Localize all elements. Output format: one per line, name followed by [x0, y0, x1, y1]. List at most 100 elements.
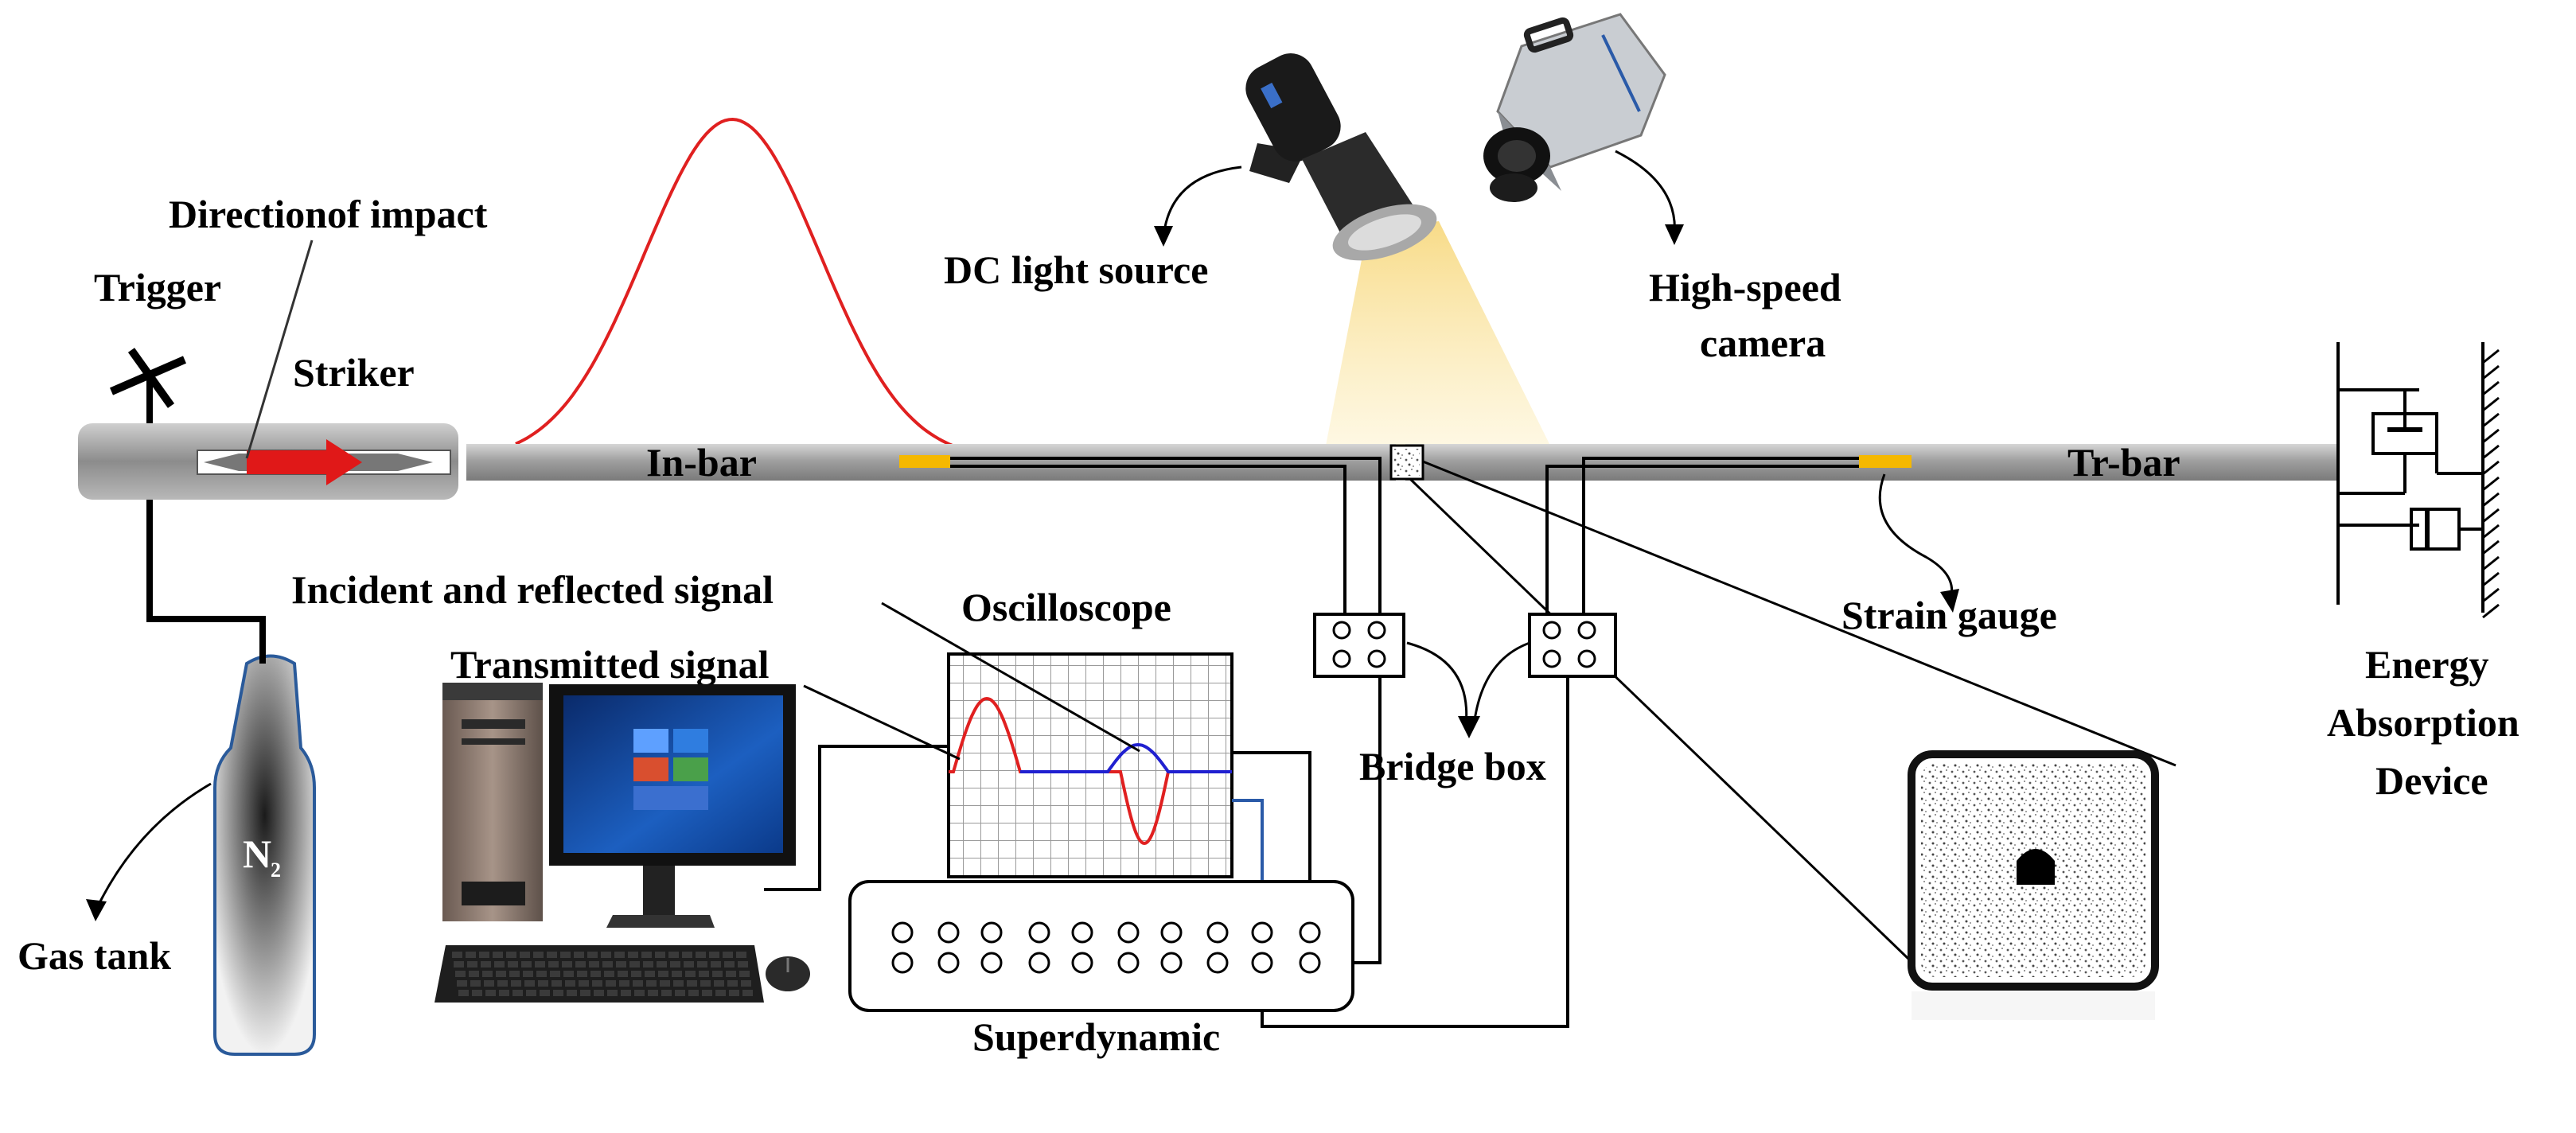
dc-light-source-icon [1245, 53, 1437, 261]
terminal-hole [1251, 952, 1273, 974]
keyboard-key [592, 980, 602, 987]
keyboard-key [657, 961, 667, 968]
bridge-box-label: Bridge box [1359, 744, 1546, 788]
keyboard-key [493, 952, 503, 958]
strain-gauge-wiring [950, 457, 1859, 629]
keyboard-key [621, 990, 631, 996]
keyboard-key [496, 971, 506, 977]
wall-hatch-line [2482, 539, 2500, 555]
keyboard-key [470, 980, 481, 987]
high-speed-camera-icon [1483, 13, 1666, 202]
keyboard-key [553, 990, 563, 996]
keyboard-key [604, 971, 614, 977]
keyboard-key [484, 980, 494, 987]
keyboard-key [511, 980, 521, 987]
keyboard-key [673, 980, 684, 987]
wall-hatch-line [2482, 348, 2500, 364]
keyboard-key [535, 961, 545, 968]
keyboard-key [579, 980, 589, 987]
keyboard-key [590, 971, 601, 977]
keyboard-key [668, 952, 679, 958]
keyboard-key [672, 971, 682, 977]
keyboard-key [499, 990, 509, 996]
keyboard-key [550, 971, 560, 977]
gas-tank-pointer [94, 782, 212, 912]
keyboard-key [696, 952, 706, 958]
wall-hatch-line [2482, 412, 2500, 428]
keyboard-key [454, 961, 464, 968]
wall-hatch-line [2482, 396, 2500, 412]
keyboard-key [729, 990, 739, 996]
gas-tank: N 2 [213, 654, 316, 1056]
keyboard-key [551, 980, 562, 987]
keyboard-key [727, 980, 738, 987]
gas-subscript: 2 [271, 859, 281, 882]
keyboard-key [660, 980, 670, 987]
keyboard-key [614, 952, 625, 958]
keyboard-key [575, 961, 586, 968]
gas-symbol: N [243, 831, 271, 876]
terminal-hole [1117, 921, 1140, 944]
wall-hatch-line [2482, 476, 2500, 492]
keyboard-key [587, 952, 598, 958]
keyboard-key [700, 980, 711, 987]
keyboard-key [658, 971, 668, 977]
in-bar-label: In-bar [646, 440, 757, 485]
keyboard-key [467, 961, 477, 968]
keyboard-key [741, 980, 751, 987]
direction-pointer [245, 239, 314, 459]
keyboard-key [736, 952, 746, 958]
keyboard-key [574, 952, 584, 958]
impact-arrow [247, 439, 362, 485]
terminal-hole [937, 921, 960, 944]
keyboard-key [661, 990, 672, 996]
keyboard-key [526, 990, 536, 996]
energy-label-line2: Absorption [2327, 700, 2519, 745]
wall-hatch-line [2482, 428, 2500, 444]
keyboard-key [616, 961, 626, 968]
keyboard-key [619, 980, 629, 987]
keyboard-key [540, 990, 550, 996]
energy-label-line3: Device [2375, 758, 2488, 803]
bridge-box-2 [1528, 613, 1617, 678]
keyboard-key [738, 961, 748, 968]
dc-light-source-label: DC light source [944, 247, 1208, 292]
terminal-hole [937, 952, 960, 974]
light-beam [1326, 221, 1550, 446]
keyboard-key [469, 971, 479, 977]
keyboard-key [601, 952, 611, 958]
keyboard-key [494, 961, 505, 968]
wall-hatch-line [2482, 524, 2500, 539]
keyboard-key [577, 971, 587, 977]
specimen-zoom [1908, 750, 2159, 1020]
energy-absorption-device [2336, 342, 2484, 613]
keyboard-key [629, 961, 640, 968]
keyboard-key [643, 961, 653, 968]
keyboard-key [580, 990, 590, 996]
terminal-hole [1028, 952, 1050, 974]
strain-gauge-incident [899, 455, 950, 468]
keyboard-key [481, 961, 491, 968]
energy-label-line1: Energy [2365, 642, 2489, 687]
wall-hatch-line [2482, 380, 2500, 396]
keyboard-key [628, 952, 638, 958]
direction-of-impact-label: Directionof impact [169, 192, 488, 236]
terminal-hole [1206, 921, 1229, 944]
keyboard-key [548, 961, 559, 968]
terminal-hole [1071, 921, 1093, 944]
keyboard-key [509, 971, 520, 977]
keyboard-key [485, 990, 496, 996]
strain-gauge-label: Strain gauge [1841, 593, 2057, 637]
terminal-hole [1299, 952, 1321, 974]
terminal-hole [1160, 921, 1183, 944]
keyboard-key [739, 971, 750, 977]
keyboard-key [641, 952, 652, 958]
keyboard-key [563, 971, 574, 977]
keyboard-key [567, 990, 577, 996]
terminal-hole [1071, 952, 1093, 974]
keyboard-key [607, 990, 618, 996]
oscilloscope-screen [947, 652, 1233, 878]
computer-tower-icon [442, 683, 543, 921]
terminal-hole [980, 921, 1003, 944]
